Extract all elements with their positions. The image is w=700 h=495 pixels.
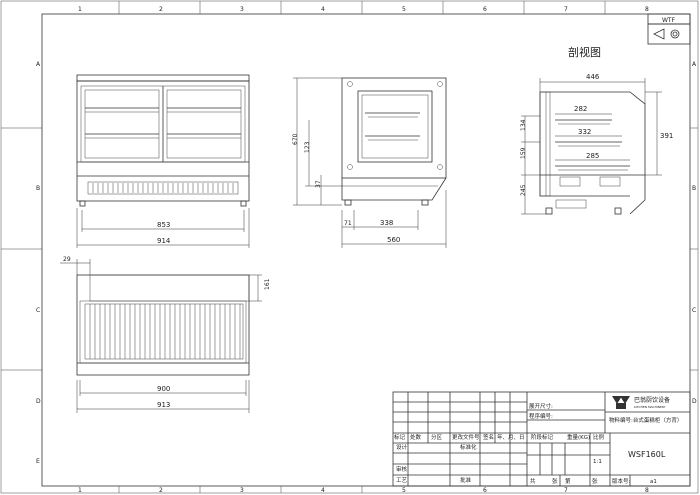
section-dim-h1: 134 [520,119,527,131]
inner-frame [41,13,691,487]
side-dim-a: 71 [344,220,352,227]
top-dim-900: 900 [157,385,170,393]
code-box-text: WTF [662,17,676,24]
company-logo [612,396,630,409]
company-name: 巴翁厨饮设备 [634,396,670,404]
scale-value: 1:1 [593,459,602,465]
header-count: 处数 [410,433,422,441]
sheet-total: 共 [530,477,536,485]
process-label: 工艺 [396,477,408,484]
dims-label: 展开尺寸: [529,402,553,410]
material-code: 物料编号:台式蛋糕柜（方背） [609,416,682,424]
grid-letters-right: A B C D [692,61,697,405]
approve-label: 批准 [460,476,472,484]
side-dim-height: 670 [292,133,299,145]
section-dim-h3: 245 [520,184,527,196]
projection-symbol-icon [653,28,680,40]
section-dim-shelf3: 285 [586,152,599,160]
version-value: a1 [650,479,657,485]
grid-row-e: E [36,458,40,465]
section-dim-shelf2: 332 [578,128,591,136]
grid-row-d: D [36,398,41,405]
grid-col-3-b: 3 [240,487,244,494]
section-title: 剖视图 [568,45,601,59]
grid-row-b: B [36,185,40,192]
header-zone: 分区 [431,433,443,441]
front-view [76,74,250,248]
scale-label: 比例 [593,433,605,441]
grid-col-5-b: 5 [402,487,406,494]
top-dim-161: 161 [264,278,271,290]
grid-col-1: 1 [78,6,82,13]
grid-row-d-r: D [692,398,697,405]
standard-label: 标准化 [460,443,477,451]
side-dim-total: 560 [387,236,400,244]
grid-col-6-b: 6 [483,487,487,494]
section-view [521,78,662,215]
grid-col-4: 4 [321,6,325,13]
section-dim-h2: 159 [520,147,527,159]
company-name-en: KITCHEN MACHINERY [634,405,666,409]
top-dim-913: 913 [157,401,170,409]
top-dim-29: 29 [63,256,71,263]
grid-col-7: 7 [564,6,568,13]
grid-row-c: C [36,307,40,314]
grid-row-a-r: A [692,61,697,68]
top-view [60,259,262,413]
header-change-doc: 更改文件号 [452,433,480,441]
version-label: 版本号: [612,477,631,485]
grid-col-6: 6 [483,6,487,13]
grid-col-3: 3 [240,6,244,13]
design-label: 设计 [396,443,408,451]
grid-row-c-r: C [692,307,696,314]
grid-col-2: 2 [159,6,163,13]
stage-label: 阶段标记 [531,433,554,441]
grid-col-1-b: 1 [78,487,82,494]
section-dim-right: 391 [660,132,673,140]
sheet-page: 张 [552,477,558,485]
side-view [293,77,447,248]
side-dim-b: 338 [380,219,393,227]
grid-numbers-bottom: 1 2 3 4 5 6 7 8 [78,487,649,494]
grid-col-7-b: 7 [564,487,568,494]
projection-symbol-box [647,23,691,45]
section-dim-top: 446 [586,73,600,81]
front-dim-inner: 853 [157,221,170,229]
grid-col-4-b: 4 [321,487,325,494]
title-block [392,391,691,487]
side-dim-mid: 123 [304,141,311,153]
sheet-page3: 张 [592,477,598,485]
grid-letters-left: A B C D E [36,61,41,465]
program-label: 程序编号: [529,412,553,420]
sheet-page2: 第 [565,477,571,485]
header-mark: 标记 [394,433,406,441]
header-sign: 签名 [483,433,494,441]
side-dim-low: 37 [315,180,322,188]
grid-col-8-b: 8 [645,487,649,494]
grid-row-a: A [36,61,41,68]
grid-col-5: 5 [402,6,406,13]
section-dim-shelf1: 282 [574,105,587,113]
review-label: 审核 [396,465,408,473]
front-dim-outer: 914 [157,237,171,245]
grid-col-8: 8 [645,6,649,13]
weight-label: 重量(KG) [567,433,590,441]
grid-numbers-top: 1 2 3 4 5 6 7 8 [78,6,649,13]
header-date: 年、月、日 [497,433,525,441]
grid-col-2-b: 2 [159,487,163,494]
grid-row-b-r: B [692,185,696,192]
model-number: WSF160L [628,450,666,459]
